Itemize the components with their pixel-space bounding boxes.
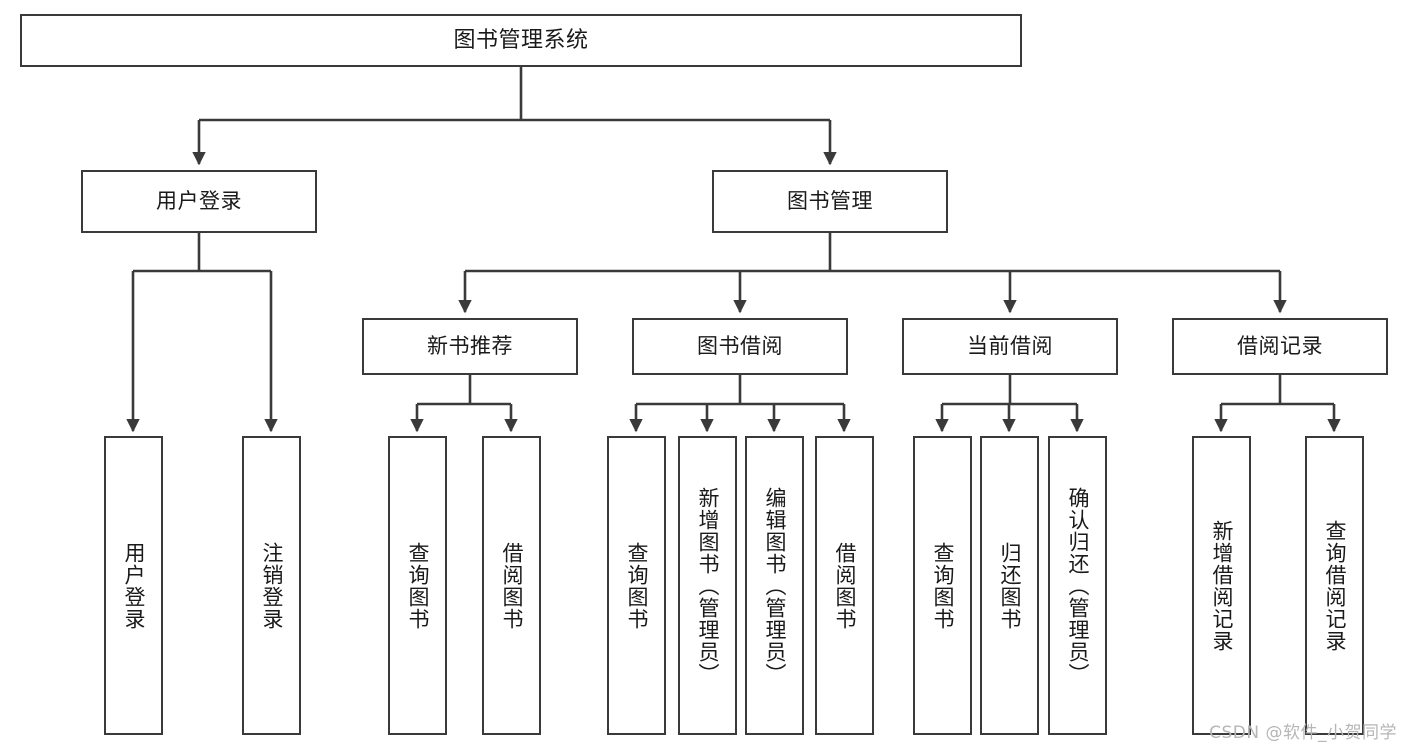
node-borrow-record-label: 借阅记录 <box>1237 334 1323 359</box>
node-leaf-query-record[interactable]: 查询借阅记录 <box>1305 436 1364 735</box>
node-leaf-return-book[interactable]: 归还图书 <box>980 436 1039 735</box>
watermark-text: CSDN @软件_小贺同学 <box>1209 723 1397 743</box>
node-leaf-return-book-label: 归还图书 <box>997 541 1022 630</box>
node-root-label: 图书管理系统 <box>453 27 589 53</box>
node-borrow-record[interactable]: 借阅记录 <box>1172 318 1388 375</box>
node-leaf-query-book-2[interactable]: 查询图书 <box>607 436 666 735</box>
node-leaf-confirm-return[interactable]: 确认归还（管理员） <box>1048 436 1107 735</box>
node-leaf-borrow-book-2[interactable]: 借阅图书 <box>815 436 874 735</box>
node-book-borrow-label: 图书借阅 <box>697 334 783 359</box>
node-leaf-confirm-return-label: 确认归还（管理员） <box>1065 486 1090 685</box>
node-book-manage-label: 图书管理 <box>787 189 873 214</box>
node-user-login-label: 用户登录 <box>156 189 242 214</box>
node-leaf-user-login-label: 用户登录 <box>121 541 146 630</box>
node-current-borrow[interactable]: 当前借阅 <box>902 318 1118 375</box>
node-leaf-user-login[interactable]: 用户登录 <box>104 436 163 735</box>
node-new-book-recommend[interactable]: 新书推荐 <box>362 318 578 375</box>
node-leaf-query-book-3[interactable]: 查询图书 <box>913 436 972 735</box>
node-leaf-query-book-2-label: 查询图书 <box>624 541 649 630</box>
node-leaf-borrow-book-2-label: 借阅图书 <box>832 541 857 630</box>
node-leaf-borrow-book-1[interactable]: 借阅图书 <box>482 436 541 735</box>
node-leaf-logout[interactable]: 注销登录 <box>242 436 301 735</box>
node-leaf-add-record-label: 新增借阅记录 <box>1209 519 1234 652</box>
node-leaf-query-book-1[interactable]: 查询图书 <box>388 436 447 735</box>
node-root[interactable]: 图书管理系统 <box>20 14 1022 67</box>
node-leaf-add-record[interactable]: 新增借阅记录 <box>1192 436 1251 735</box>
node-new-book-recommend-label: 新书推荐 <box>427 334 513 359</box>
node-current-borrow-label: 当前借阅 <box>967 334 1053 359</box>
node-user-login[interactable]: 用户登录 <box>81 170 317 233</box>
node-book-manage[interactable]: 图书管理 <box>712 170 948 233</box>
node-leaf-query-record-label: 查询借阅记录 <box>1322 519 1347 652</box>
node-leaf-logout-label: 注销登录 <box>259 541 284 630</box>
node-leaf-add-book[interactable]: 新增图书（管理员） <box>678 436 737 735</box>
node-leaf-edit-book[interactable]: 编辑图书（管理员） <box>745 436 804 735</box>
node-book-borrow[interactable]: 图书借阅 <box>632 318 848 375</box>
node-leaf-query-book-3-label: 查询图书 <box>930 541 955 630</box>
node-leaf-edit-book-label: 编辑图书（管理员） <box>762 486 787 685</box>
node-leaf-add-book-label: 新增图书（管理员） <box>695 486 720 685</box>
node-leaf-query-book-1-label: 查询图书 <box>405 541 430 630</box>
node-leaf-borrow-book-1-label: 借阅图书 <box>499 541 524 630</box>
